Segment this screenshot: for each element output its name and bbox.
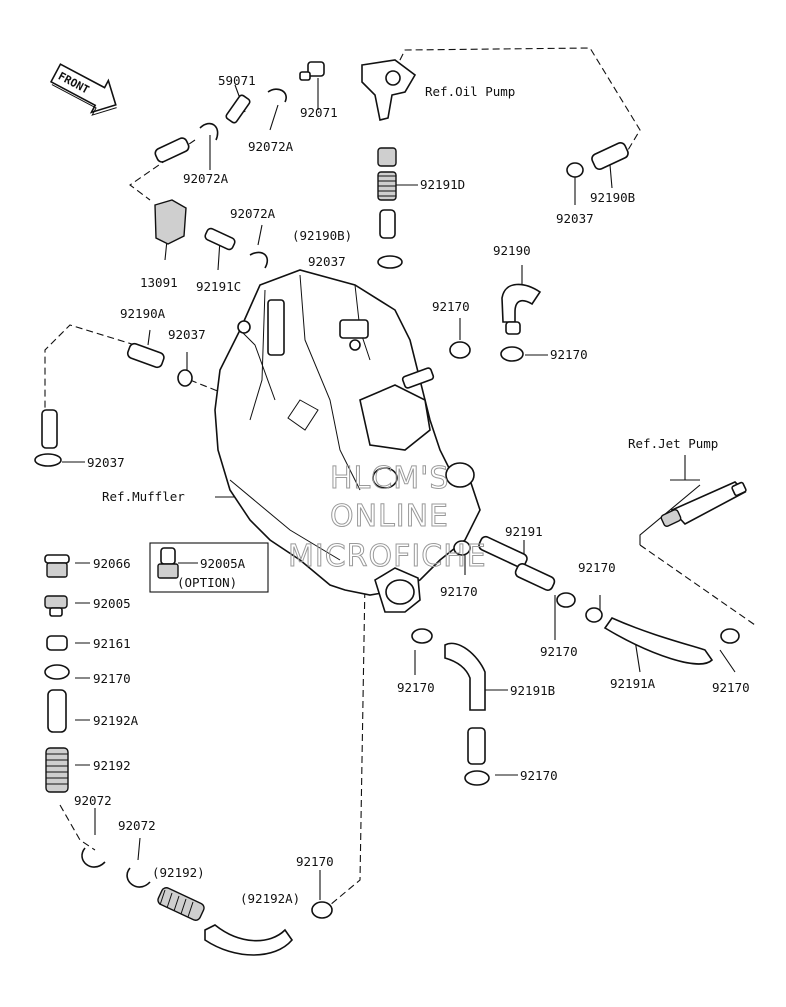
part-92170-clamp-6 [585, 607, 603, 623]
part-92170-clamp-5 [556, 592, 576, 608]
part-92161-cap [46, 635, 68, 651]
part-label: (92190B) [292, 228, 352, 243]
part-92072a-clip-3 [249, 251, 269, 269]
part-92192a-hose [47, 689, 67, 733]
part-label: 92191C [196, 279, 241, 294]
part-label: 59071 [218, 73, 256, 88]
part-hose-upper-left [154, 137, 190, 163]
part-92190b-hose-2 [591, 141, 629, 171]
part-label: 92170 [296, 854, 334, 869]
part-label: 92191A [610, 676, 656, 691]
route-line-bottom [329, 579, 366, 906]
part-92037-clamp-3 [177, 369, 193, 387]
part-label: 92190A [120, 306, 166, 321]
part-label: (92192) [152, 865, 205, 880]
part-92072a-clip-2 [199, 122, 219, 141]
part-92170-clamp-lower [311, 901, 333, 919]
watermark-line-2: ONLINE [330, 499, 449, 534]
part-92170-clamp-7 [720, 628, 740, 644]
part-label: 92190B [590, 190, 635, 205]
part-label: (92192A) [240, 891, 300, 906]
part-label: 92072 [118, 818, 156, 833]
part-label: 92191B [510, 683, 555, 698]
oil-pump-bracket [361, 59, 417, 121]
part-label: 92072A [248, 139, 294, 154]
part-label: 92005A [200, 556, 246, 571]
part-label: 92071 [300, 105, 338, 120]
part-label: 92170 [432, 299, 470, 314]
ref-muffler-label: Ref.Muffler [102, 489, 185, 504]
part-label: 92170 [440, 584, 478, 599]
route-line-lower-left [59, 804, 96, 851]
part-92037-clamp-4 [34, 453, 62, 467]
part-92037-clamp-1 [377, 255, 403, 269]
part-92066-plug [44, 554, 70, 578]
part-label: 92190 [493, 243, 531, 258]
route-line-oil-pump [394, 47, 641, 151]
route-line-left [44, 324, 136, 410]
part-label: 92170 [397, 680, 435, 695]
ref-jet-pump-label: Ref.Jet Pump [628, 436, 718, 451]
part-label: 92170 [93, 671, 131, 686]
part-92037-clamp-2 [566, 162, 584, 178]
part-92191c-hose [204, 227, 236, 251]
part-92191a-hose [603, 617, 714, 665]
part-92005a-fitting [149, 542, 269, 593]
part-label: 92161 [93, 636, 131, 651]
part-92170-clamp-4 [453, 540, 471, 556]
part-92005-fitting [44, 595, 68, 617]
part-92191b-hose [444, 642, 486, 765]
part-92192-spring-lower [157, 887, 205, 921]
part-92170-clamp-3 [44, 664, 70, 680]
part-92071-banjo [299, 61, 325, 81]
part-label: 92066 [93, 556, 131, 571]
part-92191d-spring [377, 147, 397, 201]
part-label: 92037 [168, 327, 206, 342]
part-label: 13091 [140, 275, 178, 290]
part-92190-hose-bent [501, 283, 542, 335]
part-label: 92170 [540, 644, 578, 659]
part-13091-block [154, 199, 187, 245]
part-label: 92170 [520, 768, 558, 783]
part-label: 92005 [93, 596, 131, 611]
part-label: 92072 [74, 793, 112, 808]
part-label: 92072A [183, 171, 229, 186]
part-label: 92072A [230, 206, 276, 221]
part-92191-hose [478, 535, 556, 591]
part-92072-clip-2 [126, 867, 151, 888]
part-92072-clip-1 [81, 847, 106, 868]
part-label: 92191D [420, 177, 465, 192]
muffler-assembly [214, 269, 481, 613]
route-line-jet [639, 544, 756, 626]
part-label: 92170 [578, 560, 616, 575]
part-92170-clamp-1 [449, 341, 471, 359]
part-92170-clamp-2 [500, 346, 524, 362]
part-label: 92037 [87, 455, 125, 470]
part-92190b-hose-1 [379, 209, 396, 239]
part-92190a-hose [126, 342, 165, 369]
part-92170-clamp-9 [464, 770, 490, 786]
part-92170-clamp-8 [411, 628, 433, 644]
watermark: HLCM'S ONLINE MICROFICHE [288, 461, 487, 575]
part-label: 92170 [550, 347, 588, 362]
front-arrow-icon: FRONT [49, 63, 117, 116]
jet-pump-fitting [660, 481, 747, 527]
ref-oil-pump-label: Ref.Oil Pump [425, 84, 515, 99]
part-label: 92037 [556, 211, 594, 226]
part-59071-fitting [225, 94, 251, 124]
part-92192-spring-hose [45, 747, 69, 793]
watermark-line-1: HLCM'S [330, 461, 449, 496]
part-hose-left-vertical [41, 409, 58, 449]
part-label: 92192A [93, 713, 139, 728]
watermark-line-3: MICROFICHE [288, 539, 487, 574]
part-label: 92192 [93, 758, 131, 773]
part-label: 92170 [712, 680, 750, 695]
part-label: 92037 [308, 254, 346, 269]
option-label: (OPTION) [177, 575, 237, 590]
part-92072a-clip-1 [267, 88, 287, 103]
part-92192a-hose-lower [204, 924, 294, 956]
part-label: 92191 [505, 524, 543, 539]
